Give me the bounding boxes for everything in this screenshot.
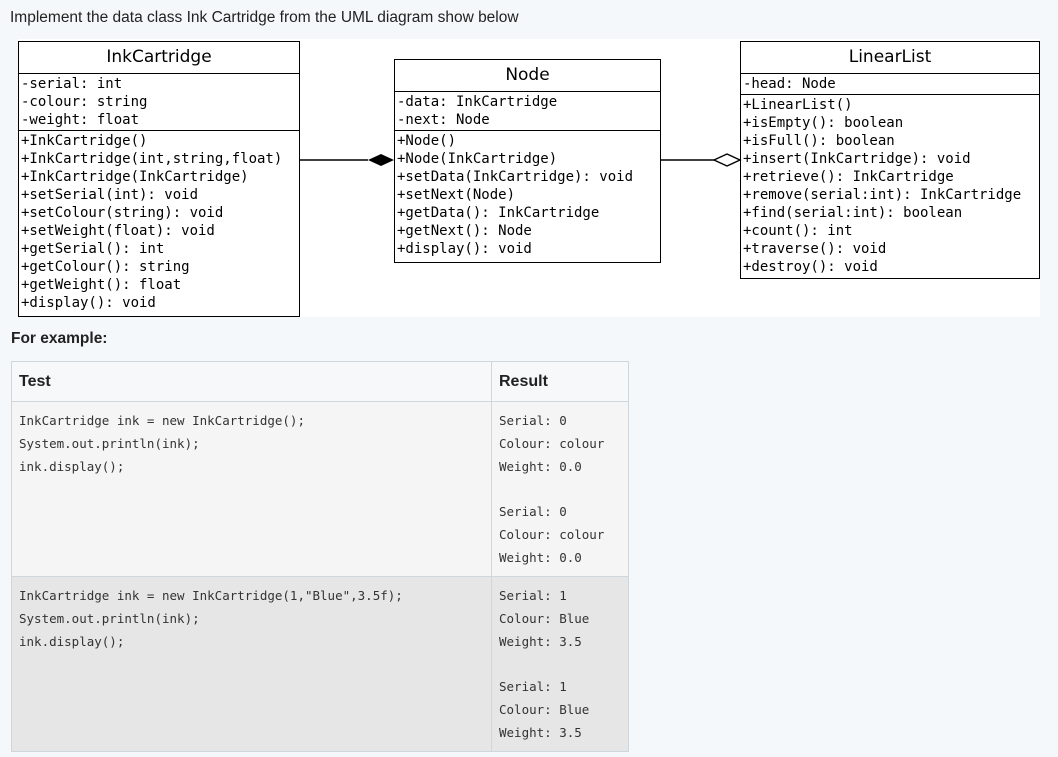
method: +retrieve(): InkCartridge: [743, 169, 954, 185]
method: +remove(serial:int): InkCartridge: [743, 187, 1022, 203]
test-cell: InkCartridge ink = new InkCartridge(); S…: [11, 401, 492, 577]
output-line: Colour: Blue: [499, 610, 590, 626]
method: +count(): int: [743, 223, 853, 239]
output-line: Weight: 3.5: [499, 724, 582, 740]
table-row: InkCartridge ink = new InkCartridge(); S…: [11, 401, 629, 577]
output-line: Weight: 0.0: [499, 549, 582, 565]
output-line: Serial: 0: [499, 504, 567, 520]
method: +getData(): InkCartridge: [397, 205, 600, 221]
class-name: InkCartridge: [19, 42, 299, 74]
method: +Node(InkCartridge): [397, 151, 558, 167]
code-line: InkCartridge ink = new InkCartridge(1,"B…: [19, 588, 403, 603]
test-cell: InkCartridge ink = new InkCartridge(1,"B…: [11, 576, 492, 752]
code-line: ink.display();: [19, 458, 125, 474]
method: +InkCartridge(int,string,float): [21, 151, 283, 167]
attribute: -head: Node: [743, 76, 836, 92]
method: +setColour(string): void: [21, 205, 224, 221]
method: +setSerial(int): void: [21, 187, 199, 203]
method: +insert(InkCartridge): void: [743, 151, 971, 167]
output-line: Weight: 0.0: [499, 458, 582, 474]
method: +setNext(Node): [397, 187, 516, 203]
method: +destroy(): void: [743, 259, 878, 275]
attribute: -next: Node: [397, 112, 490, 128]
uml-class-node: Node -data: InkCartridge -next: Node +No…: [394, 59, 661, 263]
method: +getColour(): string: [21, 259, 190, 275]
attribute: -colour: string: [21, 94, 148, 110]
method: +isEmpty(): boolean: [743, 115, 904, 131]
composition-connector: [300, 154, 394, 166]
code-line: InkCartridge ink = new InkCartridge();: [19, 413, 305, 428]
methods-section: +LinearList() +isEmpty(): boolean +isFul…: [741, 95, 1039, 277]
output-line: [499, 653, 621, 676]
code-line: System.out.println(ink);: [19, 610, 200, 626]
method: +InkCartridge(InkCartridge): [21, 169, 249, 185]
methods-section: +Node() +Node(InkCartridge) +setData(Ink…: [395, 131, 660, 259]
attributes-section: -serial: int -colour: string -weight: fl…: [19, 74, 299, 131]
code-line: ink.display();: [19, 633, 125, 649]
method: +LinearList(): [743, 97, 853, 113]
output-line: Serial: 1: [499, 679, 567, 695]
hollow-diamond-icon: [712, 153, 742, 167]
method: +setWeight(float): void: [21, 223, 215, 239]
output-line: Serial: 0: [499, 413, 567, 428]
example-table: Test Result InkCartridge ink = new InkCa…: [11, 361, 629, 752]
method: +getNext(): Node: [397, 223, 532, 239]
attributes-section: -data: InkCartridge -next: Node: [395, 92, 660, 131]
uml-diagram: InkCartridge -serial: int -colour: strin…: [18, 39, 1040, 317]
method: +display(): void: [21, 295, 156, 311]
class-name: LinearList: [741, 42, 1039, 74]
output-line: Weight: 3.5: [499, 633, 582, 649]
method: +InkCartridge(): [21, 133, 148, 149]
output-line: Colour: colour: [499, 526, 605, 542]
output-line: Colour: colour: [499, 435, 605, 451]
methods-section: +InkCartridge() +InkCartridge(int,string…: [19, 131, 299, 313]
method: +Node(): [397, 133, 457, 149]
method: +find(serial:int): boolean: [743, 205, 963, 221]
attribute: -data: InkCartridge: [397, 94, 558, 110]
example-label: For example:: [11, 330, 108, 347]
aggregation-connector: [661, 153, 742, 167]
result-cell: Serial: 0 Colour: colour Weight: 0.0 Ser…: [491, 401, 629, 577]
attributes-section: -head: Node: [741, 74, 1039, 95]
uml-class-inkcartridge: InkCartridge -serial: int -colour: strin…: [18, 41, 300, 317]
output-line: [499, 478, 621, 501]
method: +getWeight(): float: [21, 277, 182, 293]
attribute: -serial: int: [21, 76, 123, 92]
method: +display(): void: [397, 241, 532, 257]
output-line: Serial: 1: [499, 588, 567, 603]
header-result: Result: [491, 361, 629, 402]
attribute: -weight: float: [21, 112, 140, 128]
method: +traverse(): void: [743, 241, 887, 257]
code-line: System.out.println(ink);: [19, 435, 200, 451]
question-intro: Implement the data class Ink Cartridge f…: [10, 9, 519, 26]
method: +getSerial(): int: [21, 241, 165, 257]
method: +setData(InkCartridge): void: [397, 169, 634, 185]
filled-diamond-icon: [368, 154, 394, 166]
uml-class-linearlist: LinearList -head: Node +LinearList() +is…: [740, 41, 1040, 279]
method: +isFull(): boolean: [743, 133, 895, 149]
result-cell: Serial: 1 Colour: Blue Weight: 3.5 Seria…: [491, 576, 629, 752]
output-line: Colour: Blue: [499, 701, 590, 717]
uml-connectors: [300, 153, 742, 167]
table-row: InkCartridge ink = new InkCartridge(1,"B…: [11, 576, 629, 752]
class-name: Node: [395, 60, 660, 92]
header-test: Test: [11, 361, 492, 402]
